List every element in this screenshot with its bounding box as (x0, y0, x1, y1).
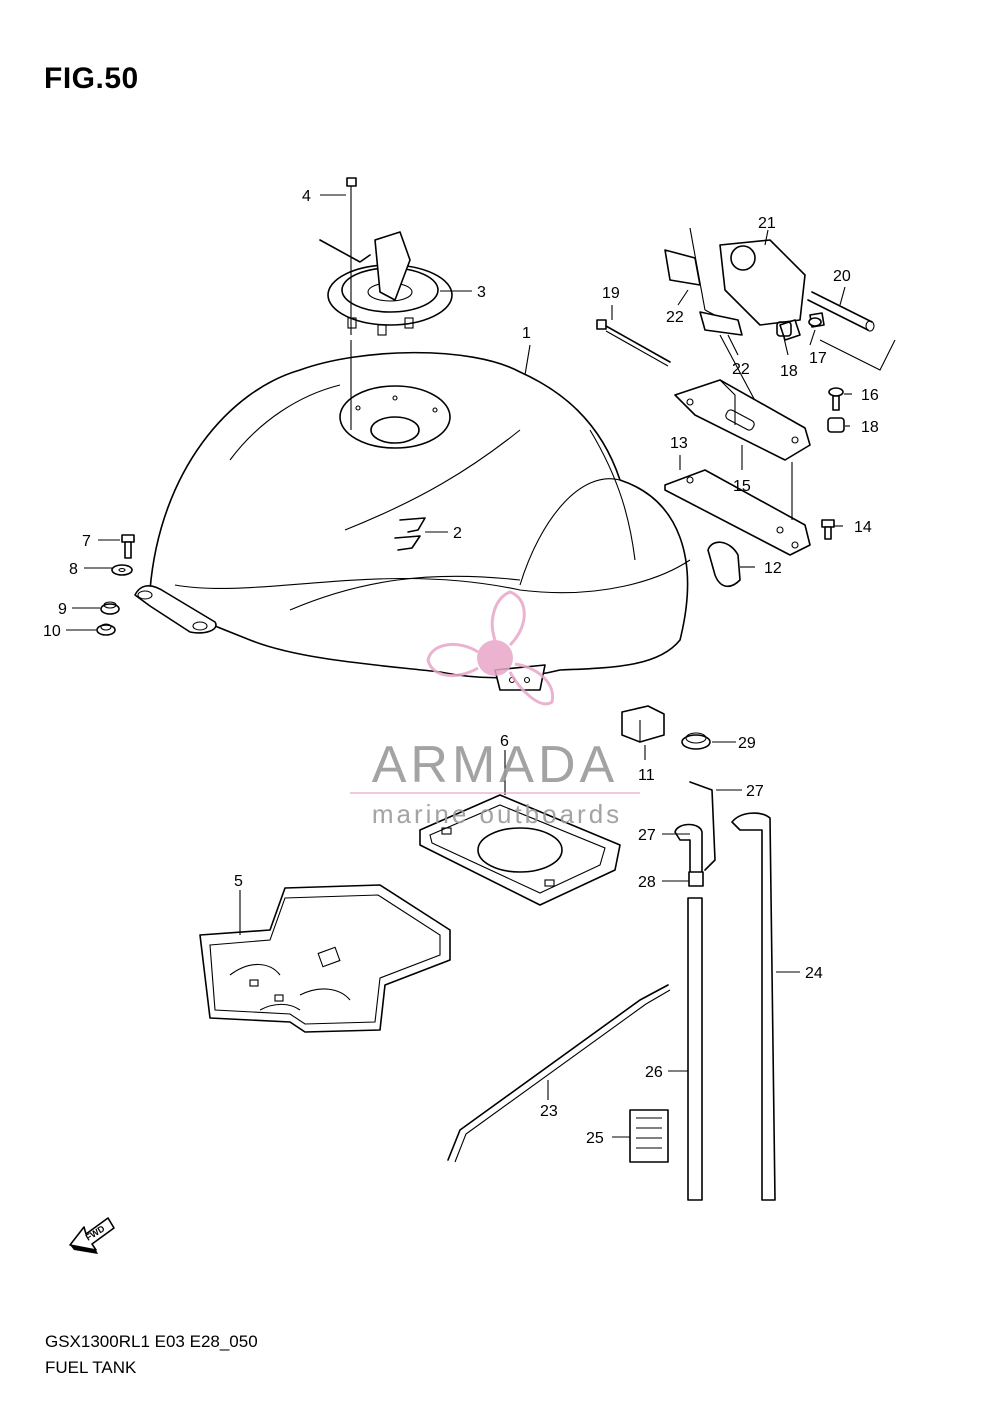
bolt-7 (121, 534, 135, 559)
leader-lines (66, 194, 852, 1138)
cap-bolt (346, 177, 357, 430)
callout-10: 10 (43, 623, 61, 640)
callout-19: 19 (602, 285, 620, 302)
screw-17 (808, 317, 822, 327)
callout-12: 12 (764, 560, 782, 577)
grommet-9 (100, 601, 120, 615)
callout-18-upper: 18 (780, 363, 798, 380)
pad-25 (629, 1109, 669, 1163)
callout-20: 20 (833, 268, 851, 285)
bolt-16 (828, 387, 844, 411)
tank-stay (674, 379, 811, 461)
callout-2: 2 (453, 525, 462, 542)
callout-1: 1 (522, 325, 531, 342)
cushion (707, 541, 741, 588)
hose-27-a (674, 781, 716, 881)
drain-tray (419, 794, 621, 906)
joint-28 (688, 871, 704, 887)
callout-27-a: 27 (746, 783, 764, 800)
callout-17: 17 (809, 350, 827, 367)
watermark-brand: ARMADA (372, 736, 618, 794)
callout-22-a: 22 (666, 309, 684, 326)
nut-18-lower (827, 417, 845, 433)
heat-shield-plate (199, 884, 451, 1033)
callout-7: 7 (82, 533, 91, 550)
callout-29: 29 (738, 735, 756, 752)
collar-10 (96, 623, 116, 636)
callout-25: 25 (586, 1130, 604, 1147)
callout-11: 11 (638, 767, 655, 784)
hinge-bracket (664, 227, 896, 411)
callout-21: 21 (758, 215, 776, 232)
callout-22-b: 22 (732, 361, 750, 378)
callout-23: 23 (540, 1103, 558, 1120)
callout-3: 3 (477, 284, 486, 301)
rod-23 (447, 984, 671, 1163)
callout-6: 6 (500, 733, 509, 750)
fuel-cap-assembly (319, 231, 453, 336)
callout-5: 5 (234, 873, 243, 890)
long-bolt (596, 319, 671, 367)
model-code: GSX1300RL1 E03 E28_050 (45, 1332, 258, 1351)
bolt-14 (821, 519, 835, 540)
washer-8 (111, 564, 133, 576)
armada-logo-icon (426, 590, 555, 706)
fuel-tank (134, 351, 691, 691)
hose-27-b (731, 812, 776, 1201)
callout-13: 13 (670, 435, 688, 452)
clamp-29 (681, 732, 711, 750)
callout-16: 16 (861, 387, 879, 404)
watermark-tagline: marine outboards (372, 799, 622, 829)
callout-18-lower: 18 (861, 419, 879, 436)
nut-18-upper (776, 321, 792, 337)
callout-24: 24 (805, 965, 823, 982)
callout-9: 9 (58, 601, 67, 618)
mount-bracket (664, 462, 811, 556)
callout-26: 26 (645, 1064, 663, 1081)
forward-arrow-icon: FWD (69, 1217, 115, 1254)
callout-labels: 1 2 3 4 5 6 7 8 9 10 11 12 13 14 15 16 1… (43, 188, 879, 1147)
callout-27-b: 27 (638, 827, 656, 844)
hose-26 (687, 897, 703, 1201)
diagram-caption: FUEL TANK (45, 1358, 137, 1377)
callout-28: 28 (638, 874, 656, 891)
callout-8: 8 (69, 561, 78, 578)
callout-14: 14 (854, 519, 872, 536)
callout-15: 15 (733, 478, 751, 495)
clip-11 (621, 705, 665, 743)
callout-4: 4 (302, 188, 311, 205)
figure-title: FIG.50 (44, 62, 139, 95)
